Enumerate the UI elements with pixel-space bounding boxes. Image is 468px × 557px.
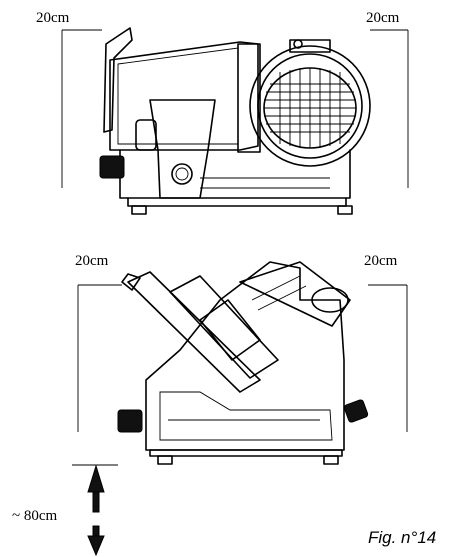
top-right-clearance: 20cm xyxy=(366,10,409,188)
slicer-side-view xyxy=(117,261,369,465)
bottom-left-clearance-label: 20cm xyxy=(75,253,109,269)
bottom-right-clearance-label: 20cm xyxy=(364,253,398,269)
height-clearance: ~ 80cm xyxy=(12,464,118,557)
side-product-plate xyxy=(169,275,279,379)
side-base xyxy=(145,261,345,451)
pusher-arm xyxy=(103,27,133,133)
top-left-clearance: 20cm xyxy=(36,10,102,188)
arrow-down xyxy=(87,535,105,557)
slicer-front-view xyxy=(99,27,371,215)
blade-housing xyxy=(249,45,371,167)
side-foot-right xyxy=(323,455,339,465)
thickness-plate xyxy=(237,43,261,153)
top-left-clearance-label: 20cm xyxy=(36,10,70,26)
arrow-shaft-top xyxy=(92,491,100,513)
bottom-right-clearance: 20cm xyxy=(364,253,408,432)
bottom-left-clearance: 20cm xyxy=(75,253,122,432)
blade-grille xyxy=(264,68,356,148)
thickness-knob-side xyxy=(117,409,143,433)
carriage-knob xyxy=(171,163,193,185)
side-rear-knob xyxy=(343,399,369,423)
thickness-knob-front xyxy=(99,155,125,179)
front-foot-left xyxy=(131,205,147,215)
carriage-column xyxy=(149,99,216,199)
carriage-plate xyxy=(109,41,259,151)
side-carriage-rail xyxy=(127,271,261,393)
side-foot-left xyxy=(157,455,173,465)
sharpener xyxy=(289,39,331,53)
side-pusher-handle xyxy=(121,273,141,291)
side-blade-cover xyxy=(239,261,351,327)
top-right-clearance-label: 20cm xyxy=(366,10,400,26)
arrow-up xyxy=(87,464,105,493)
figure-caption: Fig. n°14 xyxy=(368,528,436,547)
carriage-handle xyxy=(135,119,157,151)
height-clearance-label: ~ 80cm xyxy=(12,508,58,524)
front-foot-right xyxy=(337,205,353,215)
